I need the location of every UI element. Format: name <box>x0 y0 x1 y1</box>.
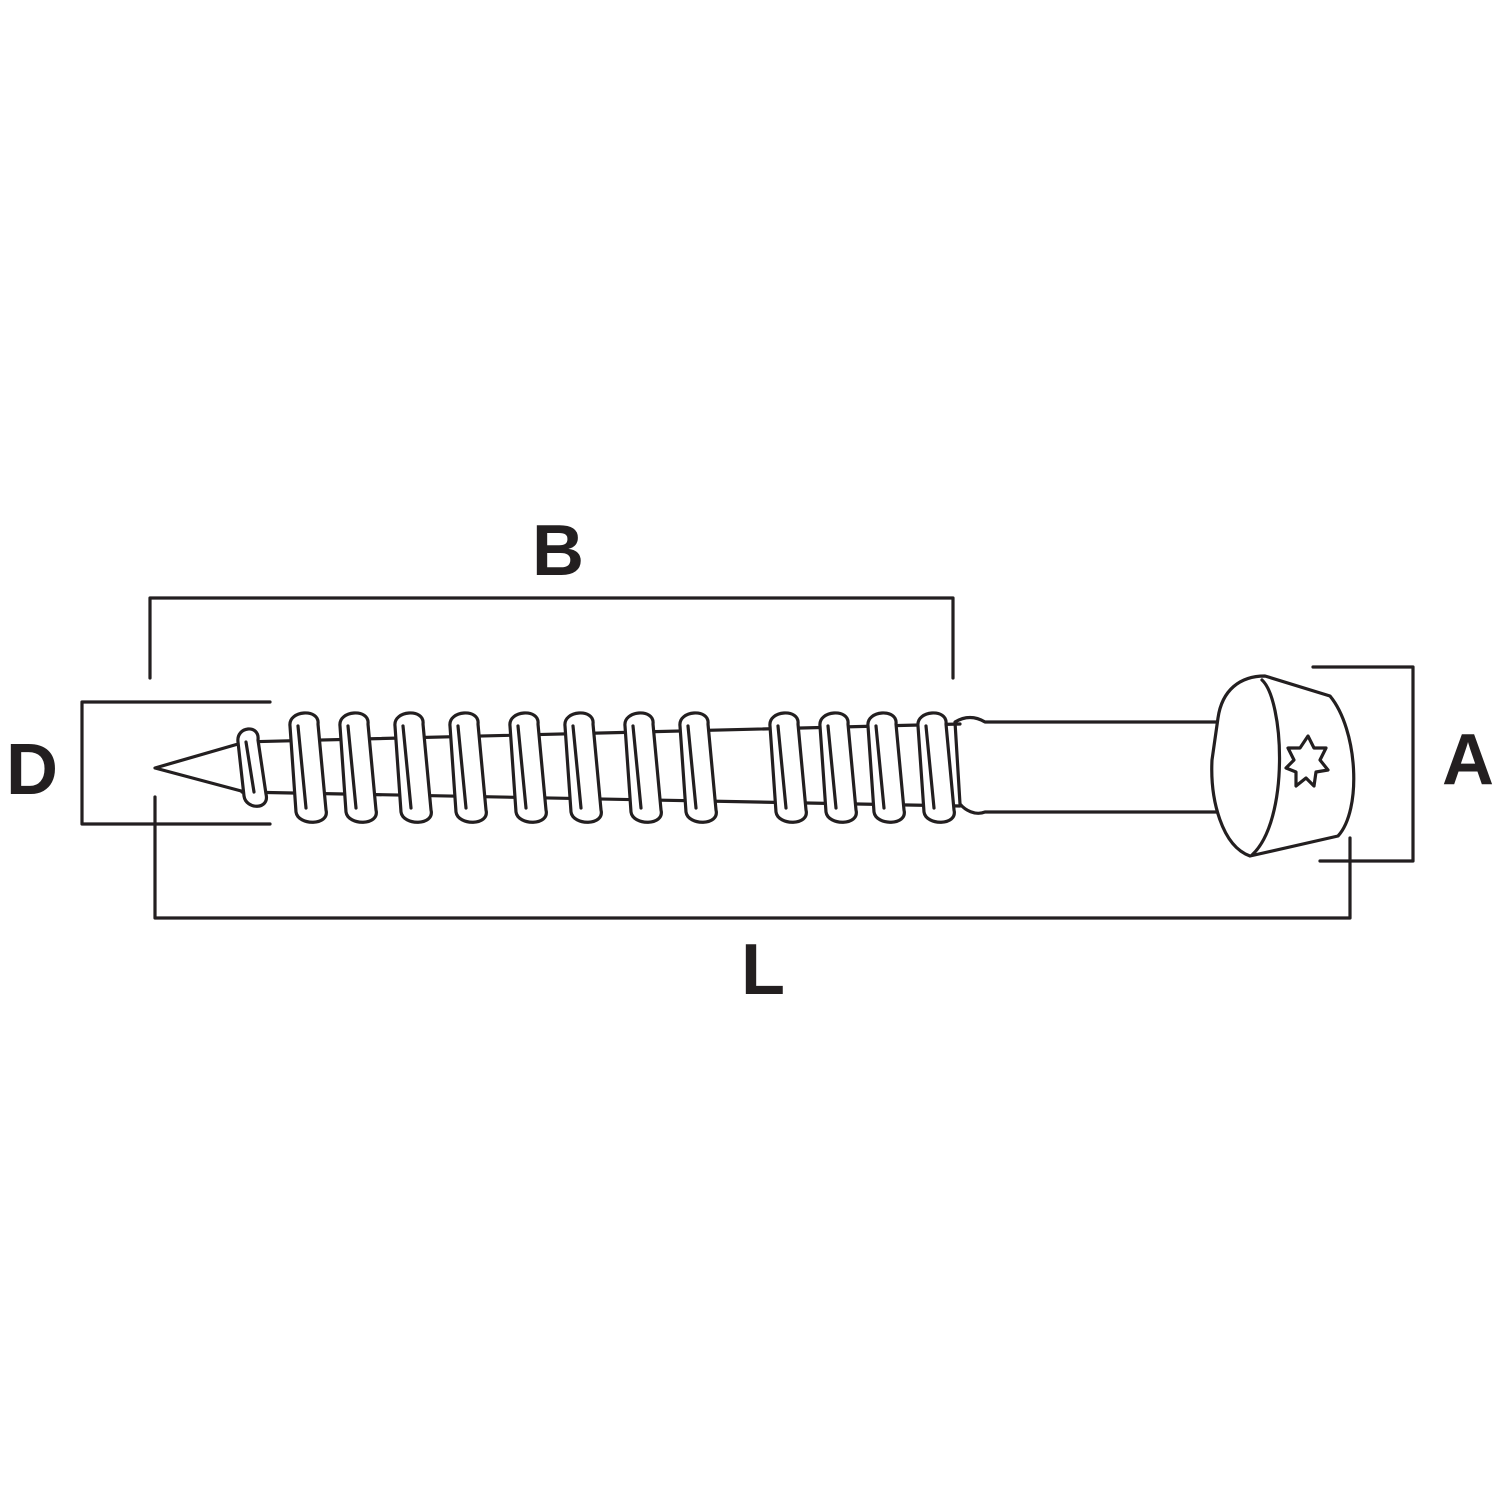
torx-star-icon <box>1284 734 1330 788</box>
screw-head-face <box>1250 678 1282 857</box>
thread-turn <box>448 711 488 824</box>
thread-turn <box>866 711 906 824</box>
dimension-label-b: B <box>532 511 584 591</box>
dimension-bracket-l <box>153 795 1352 920</box>
thread-turn-inner <box>244 740 256 794</box>
screw-shank <box>953 715 1220 815</box>
thread-turn-inner <box>686 724 698 810</box>
dimension-bracket-a <box>1311 665 1415 863</box>
thread-turn <box>563 711 603 824</box>
thread-turn <box>818 711 858 824</box>
thread-turn <box>393 711 433 824</box>
thread-turn-inner <box>516 724 528 810</box>
thread-turn-inner <box>924 724 936 810</box>
thread-turn-inner <box>826 724 838 810</box>
screw-head-body <box>1210 674 1356 858</box>
thread-turn-inner <box>776 724 788 810</box>
thread-turn <box>338 711 378 824</box>
dimension-label-l: L <box>741 930 785 1010</box>
thread-turn <box>623 711 663 824</box>
thread-turn <box>288 711 328 824</box>
dimension-bracket-d <box>80 700 272 826</box>
dimension-label-a: A <box>1442 720 1494 800</box>
thread-turn-inner <box>296 724 308 810</box>
thread-turn <box>508 711 548 824</box>
thread-turn <box>236 727 268 808</box>
screw-threads <box>236 711 956 824</box>
dimension-bracket-b <box>148 596 955 680</box>
thread-turn-inner <box>401 724 413 810</box>
thread-turn-inner <box>456 724 468 810</box>
thread-turn-inner <box>571 724 583 810</box>
thread-turn <box>916 711 956 824</box>
screw-head <box>1210 674 1356 858</box>
screw-tip <box>153 740 247 794</box>
thread-turn-inner <box>346 724 358 810</box>
thread-turn-inner <box>874 724 886 810</box>
thread-turn-inner <box>631 724 643 810</box>
dimension-label-d: D <box>6 730 58 810</box>
